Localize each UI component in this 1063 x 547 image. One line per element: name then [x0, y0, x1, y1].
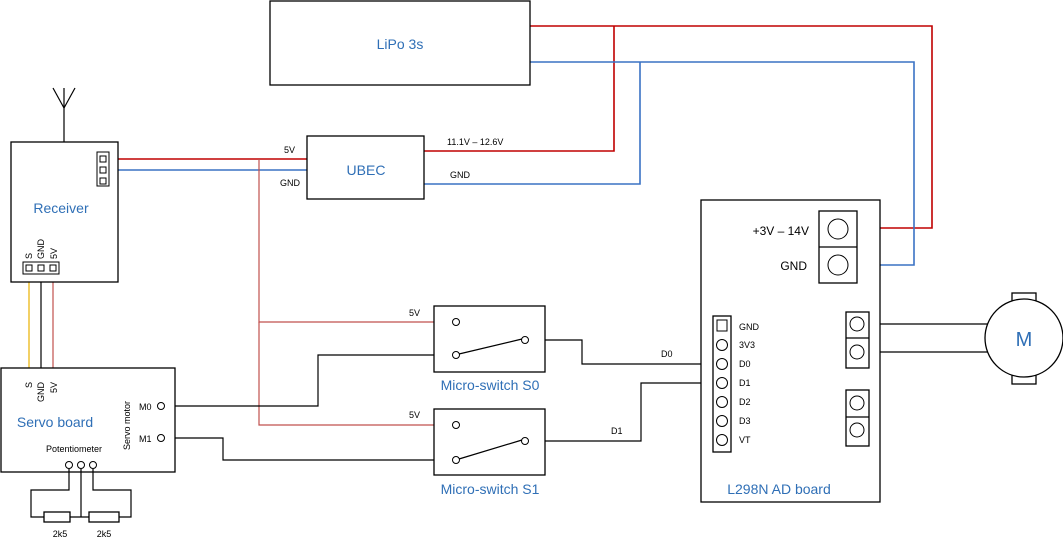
m0-to-switch-s0-wire [165, 354, 456, 407]
m1-terminal [157, 434, 165, 442]
ubec-input-gnd-label: GND [450, 170, 471, 180]
m1-label: M1 [139, 434, 152, 444]
power-positive-label: +3V – 14V [753, 224, 809, 238]
ubec-title: UBEC [347, 162, 386, 178]
motor-body [984, 298, 1063, 378]
receiver-servo-wires [28, 268, 54, 372]
receiver-power-header [96, 151, 110, 187]
pot-right-wire [92, 469, 132, 518]
servo-pin-s-label: S [24, 382, 34, 388]
resistor-network: 2k5 2k5 [30, 469, 132, 539]
d1-wire-label: D1 [611, 426, 623, 436]
micro-switch-s0: 5V Micro-switch S0 D0 [409, 305, 673, 393]
m1-to-switch-s1-wire [165, 437, 456, 461]
switch-s0-lever [458, 338, 523, 355]
switch-s0-to-d0-wire [525, 339, 719, 365]
motor-label: M [1016, 329, 1033, 351]
pin-d3-label: D3 [739, 416, 751, 426]
lipo-title: LiPo 3s [377, 36, 424, 52]
pin-d1-label: D1 [739, 378, 751, 388]
resistor-right [88, 511, 120, 523]
d0-wire-label: D0 [661, 349, 673, 359]
switch-s1-to-d1-wire [525, 382, 719, 442]
lipo-positive-to-l298n-wire [530, 25, 933, 229]
servo-pin-5v-label: 5V [49, 382, 59, 393]
pot-terminal-2 [77, 461, 85, 469]
ubec-input-voltage-label: 11.1V – 12.6V [447, 137, 503, 147]
pin-d2-label: D2 [739, 397, 751, 407]
pin-gnd-label: GND [739, 322, 760, 332]
pot-left-wire [30, 469, 70, 518]
receiver-title: Receiver [33, 200, 89, 216]
servo-board-title: Servo board [17, 414, 93, 430]
servo-motor-label: Servo motor [122, 401, 132, 450]
switch-s1-lever [458, 439, 523, 460]
signal-wires [165, 323, 990, 461]
switch-s0-5v-label: 5V [409, 308, 420, 318]
lipo-positive-to-ubec-wire [424, 26, 615, 152]
ubec: UBEC 11.1V – 12.6V GND 5V GND [280, 135, 503, 200]
resistor-right-label: 2k5 [97, 529, 112, 539]
servo-board: Servo board S GND 5V Servo motor M0 M1 P… [0, 367, 176, 473]
lipo-box [269, 0, 531, 86]
5v-to-switch-s1-wire [258, 322, 456, 426]
receiver-pin-5v-label: 5V [49, 248, 59, 259]
pin-vt-label: VT [739, 435, 751, 445]
io-header [712, 315, 732, 453]
lipo-power-wires [424, 25, 933, 266]
resistor-left [43, 511, 71, 523]
ubec-box [306, 135, 425, 200]
pin-d0-label: D0 [739, 359, 751, 369]
l298n-title: L298N AD board [727, 481, 831, 497]
receiver-pin-s-label: S [24, 253, 34, 259]
power-gnd-label: GND [780, 259, 807, 273]
pin-3v3-label: 3V3 [739, 340, 755, 350]
l298n-board: L298N AD board +3V – 14V GND GND 3V3 D0 … [700, 199, 881, 503]
pot-terminal-3 [89, 461, 97, 469]
antenna-icon [52, 87, 76, 142]
servo-board-box [0, 367, 176, 473]
receiver: Receiver S GND 5V [10, 87, 119, 283]
motor-icon: M [984, 292, 1063, 385]
lipo-battery: LiPo 3s [269, 0, 531, 86]
switch-s1-title: Micro-switch S1 [441, 481, 540, 497]
m0-terminal [157, 402, 165, 410]
receiver-pin-gnd-label: GND [36, 239, 46, 260]
receiver-ubec-wires [103, 158, 456, 426]
ubec-output-5v-label: 5V [284, 145, 295, 155]
pot-terminal-1 [65, 461, 73, 469]
potentiometer-label: Potentiometer [46, 444, 102, 454]
switch-s0-title: Micro-switch S0 [441, 377, 540, 393]
lipo-ground-to-ubec-wire [424, 62, 641, 185]
resistor-left-label: 2k5 [53, 529, 68, 539]
micro-switch-s1: 5V Micro-switch S1 D1 [409, 408, 623, 497]
receiver-servo-header [22, 261, 60, 275]
switch-s1-5v-label: 5V [409, 410, 420, 420]
m0-label: M0 [139, 402, 152, 412]
ubec-output-gnd-label: GND [280, 178, 301, 188]
servo-pin-gnd-label: GND [36, 382, 46, 403]
